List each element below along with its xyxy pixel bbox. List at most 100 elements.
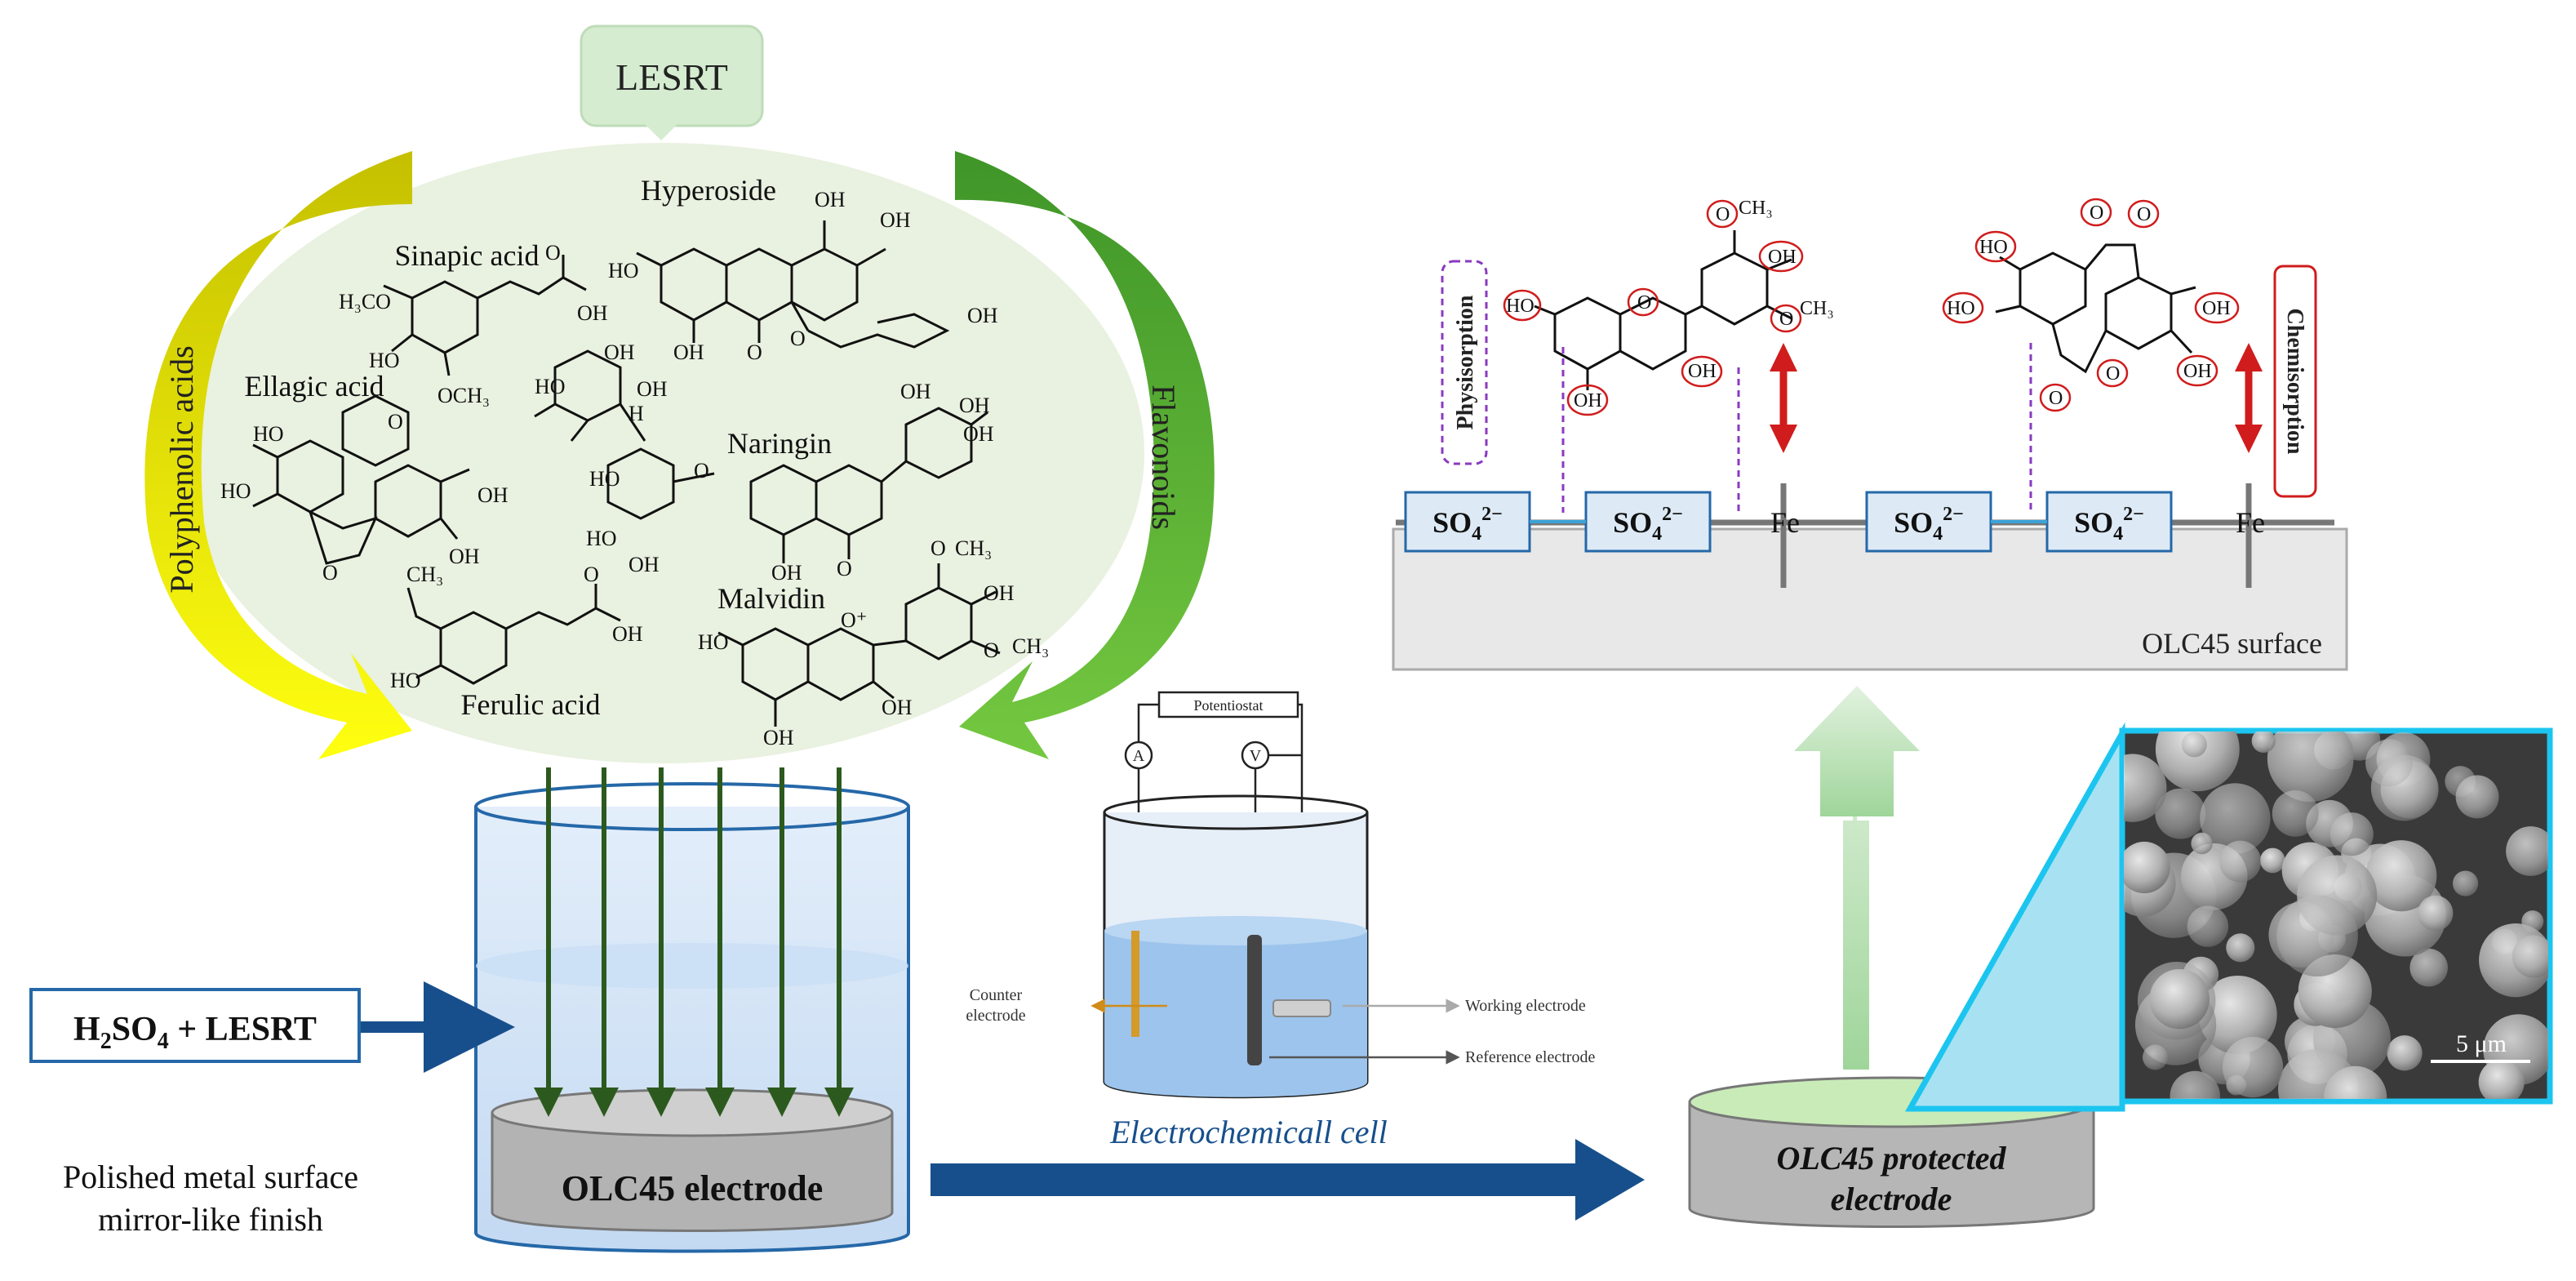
svg-text:HO: HO [390, 669, 421, 692]
svg-text:electrode: electrode [1831, 1181, 1952, 1217]
svg-text:OH: OH [984, 581, 1015, 605]
svg-text:O: O [1716, 204, 1730, 225]
svg-text:OH: OH [1688, 361, 1717, 382]
sulfate-label-1: SO42− [1432, 504, 1503, 545]
svg-text:HO: HO [1506, 296, 1534, 317]
sem-particle [2187, 905, 2229, 947]
lesrt-label: LESRT [615, 56, 728, 98]
chemical-structures [252, 220, 1001, 727]
polished-line2: mirror-like finish [98, 1201, 323, 1238]
sem-particle [2387, 1035, 2423, 1071]
svg-text:O: O [388, 410, 403, 434]
sem-particle [2251, 732, 2276, 754]
sem-particle [2149, 968, 2210, 1030]
svg-text:OH: OH [2202, 298, 2231, 319]
beaker-olc45: OLC45 electrode [474, 767, 910, 1253]
svg-text:OH: OH [963, 422, 994, 446]
sulfate-box-2 [1584, 491, 1712, 553]
sem-particle [2222, 1036, 2284, 1098]
svg-text:O⁺: O⁺ [841, 608, 868, 632]
sulfate-label-3: SO42− [1894, 504, 1964, 545]
sem-particle [2198, 976, 2277, 1055]
svg-text:OLC45 protected: OLC45 protected [1776, 1140, 2006, 1176]
svg-text:O: O [2106, 363, 2120, 385]
electrode-label: OLC45 electrode [562, 1168, 824, 1208]
sem-particle [2124, 841, 2170, 894]
sulfate-box-3 [1865, 491, 1992, 553]
sem-particle [2191, 832, 2213, 855]
sinapic-acid-label: Sinapic acid [395, 239, 540, 272]
svg-text:OH: OH [763, 726, 794, 749]
malvidin-label: Malvidin [717, 582, 825, 615]
svg-text:O: O [790, 327, 806, 350]
polyphenolic-arc-arrow [144, 151, 413, 759]
svg-text:OH: OH [959, 394, 990, 417]
chemisorption-label: Chemisorption [2282, 309, 2307, 455]
svg-text:OH: OH [612, 622, 643, 646]
sem-particle [2219, 840, 2262, 883]
svg-text:OH: OH [1574, 390, 1602, 411]
svg-text:HO: HO [253, 422, 284, 446]
svg-text:OH: OH [449, 545, 480, 568]
sem-particle [2272, 790, 2319, 837]
svg-text:OH: OH [577, 301, 608, 325]
sem-particle [2276, 895, 2358, 977]
sem-particle [2155, 788, 2206, 839]
svg-text:CH₃: CH₃ [1012, 634, 1049, 658]
svg-text:O: O [984, 638, 999, 662]
svg-text:OH: OH [673, 340, 704, 364]
svg-text:CH₃: CH₃ [406, 563, 443, 586]
svg-text:H: H [628, 402, 644, 425]
svg-text:HO: HO [586, 527, 617, 550]
sem-particle [2506, 826, 2548, 876]
physisorption-label: Physisorption [1453, 295, 1478, 429]
sem-particle [2330, 812, 2374, 856]
process-arrow [930, 1139, 1645, 1221]
svg-text:HO: HO [1947, 298, 1975, 319]
svg-text:HO: HO [535, 375, 566, 398]
sem-particle [2418, 895, 2454, 932]
sem-scale-label: 5 μm [2456, 1030, 2507, 1057]
ferulic-acid-label: Ferulic acid [461, 688, 601, 721]
naringin-label: Naringin [727, 427, 832, 460]
svg-text:Fe: Fe [2236, 506, 2265, 539]
svg-text:OH: OH [771, 561, 802, 585]
sulfate-label-2: SO42− [1613, 504, 1683, 545]
hyperoside-label: Hyperoside [641, 174, 776, 207]
sem-particle [2142, 1044, 2168, 1070]
sem-particle [2200, 783, 2271, 854]
svg-text:O: O [2049, 388, 2063, 409]
svg-text:OH: OH [882, 696, 913, 719]
svg-text:OH: OH [900, 380, 931, 403]
ellagic-acid-label: Ellagic acid [245, 370, 384, 403]
svg-text:Fe: Fe [1770, 506, 1800, 539]
svg-text:O: O [1637, 292, 1651, 314]
sem-particle [2409, 948, 2448, 987]
svg-text:OH: OH [1768, 247, 1797, 268]
svg-text:HO: HO [369, 349, 400, 372]
adsorption-diagram: OLC45 surface SO42−SO42−SO42−SO42− Fe Fe… [1392, 198, 2348, 671]
svg-text:Reference electrode: Reference electrode [1465, 1048, 1595, 1066]
svg-text:OH: OH [628, 553, 660, 576]
potentiostat-label: Potentiostat [1194, 697, 1264, 714]
svg-text:OCH₃: OCH₃ [437, 384, 490, 407]
sem-particle [2452, 870, 2479, 896]
svg-text:HO: HO [608, 259, 639, 282]
svg-text:CH₃: CH₃ [1800, 298, 1834, 319]
sulfate-label-4: SO42− [2074, 504, 2144, 545]
svg-text:OH: OH [2183, 361, 2212, 382]
cell-caption: Electrochemicall cell [1109, 1114, 1387, 1150]
lesrt-callout: LESRT [580, 24, 764, 140]
svg-text:O: O [1779, 309, 1793, 330]
svg-text:V: V [1250, 747, 1262, 765]
compound-bubble [181, 143, 1144, 763]
svg-text:OH: OH [815, 188, 846, 211]
svg-text:HO: HO [698, 630, 729, 654]
chemical-group-labels: O OH H₃CO HO OCH₃ OH OH HO OH O O OH OH … [220, 188, 1049, 749]
sem-particle [2323, 1065, 2387, 1099]
sem-particle [2226, 933, 2255, 963]
svg-text:HO: HO [589, 467, 620, 491]
polished-line1: Polished metal surface [63, 1159, 358, 1195]
up-arrow [1794, 686, 1920, 816]
